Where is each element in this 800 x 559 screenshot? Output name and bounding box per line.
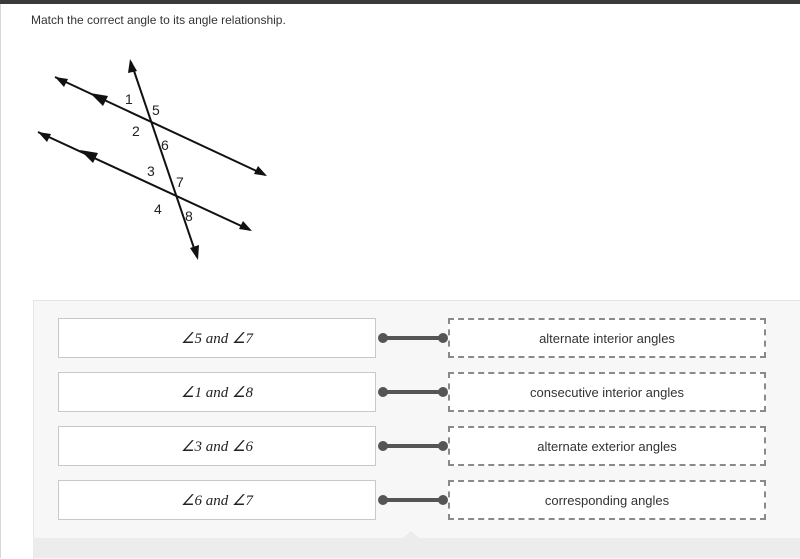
relationship-drop-target[interactable]: alternate exterior angles [448, 426, 766, 466]
transversal-diagram: 1 5 2 6 3 7 4 8 [37, 59, 267, 260]
parallel-line-bottom [37, 131, 251, 231]
connector-end-dot [438, 441, 448, 451]
arrow-marker-top [90, 93, 108, 106]
match-row: ∠5 and ∠7 alternate interior angles [58, 318, 768, 358]
angle-label-3: 3 [147, 163, 155, 179]
arrow-marker-bottom [80, 150, 98, 163]
angle-pair-tile[interactable]: ∠1 and ∠8 [58, 372, 376, 412]
arrowhead-transversal-top [128, 59, 137, 73]
match-connector[interactable] [378, 440, 448, 452]
arrowhead-transversal-bottom [190, 245, 199, 260]
angle-pair-tile[interactable]: ∠6 and ∠7 [58, 480, 376, 520]
connector-start-dot [378, 387, 388, 397]
panel-notch [402, 531, 420, 539]
relationship-drop-target[interactable]: consecutive interior angles [448, 372, 766, 412]
parallel-line-top [54, 76, 266, 176]
connector-start-dot [378, 495, 388, 505]
angle-label-5: 5 [152, 102, 160, 118]
match-connector[interactable] [378, 332, 448, 344]
connector-start-dot [378, 333, 388, 343]
panel-footer [33, 538, 800, 558]
angle-label-4: 4 [154, 201, 162, 217]
match-row: ∠3 and ∠6 alternate exterior angles [58, 426, 768, 466]
match-row: ∠6 and ∠7 corresponding angles [58, 480, 768, 520]
arrowhead-top-left [55, 77, 68, 87]
angle-label-8: 8 [185, 208, 193, 224]
connector-end-dot [438, 495, 448, 505]
angle-label-1: 1 [125, 91, 133, 107]
angle-label-6: 6 [161, 137, 169, 153]
connector-end-dot [438, 387, 448, 397]
question-prompt: Match the correct angle to its angle rel… [31, 13, 286, 27]
angle-label-2: 2 [132, 123, 140, 139]
angle-pair-tile[interactable]: ∠3 and ∠6 [58, 426, 376, 466]
angle-label-7: 7 [176, 174, 184, 190]
match-row: ∠1 and ∠8 consecutive interior angles [58, 372, 768, 412]
match-connector[interactable] [378, 494, 448, 506]
left-edge-divider [0, 4, 1, 558]
transversal-line [130, 61, 198, 258]
relationship-drop-target[interactable]: alternate interior angles [448, 318, 766, 358]
arrowhead-bottom-left [38, 132, 51, 142]
match-connector[interactable] [378, 386, 448, 398]
angle-pair-tile[interactable]: ∠5 and ∠7 [58, 318, 376, 358]
connector-start-dot [378, 441, 388, 451]
arrowhead-top-right [254, 166, 267, 176]
connector-end-dot [438, 333, 448, 343]
arrowhead-bottom-right [239, 221, 252, 231]
relationship-drop-target[interactable]: corresponding angles [448, 480, 766, 520]
top-bar [0, 0, 800, 4]
